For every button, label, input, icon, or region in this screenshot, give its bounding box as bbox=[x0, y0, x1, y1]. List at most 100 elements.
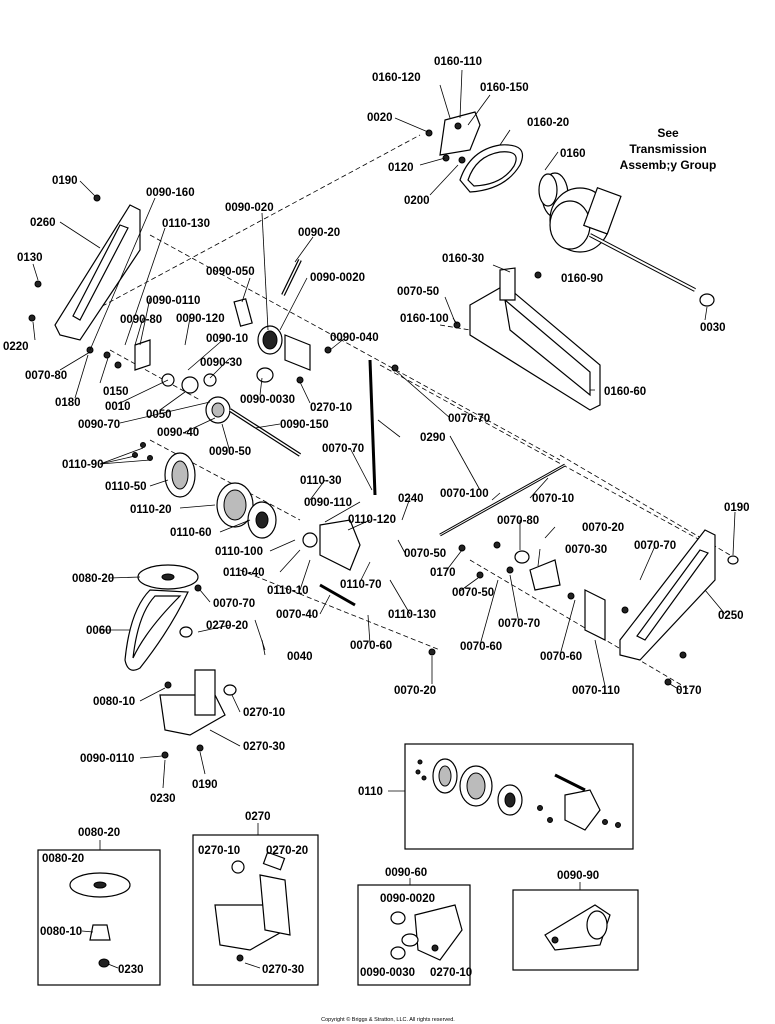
shroud-0160-60 bbox=[453, 267, 601, 411]
label-0090-0110: 0090-0110 bbox=[80, 753, 134, 765]
label-0070-70: 0070-70 bbox=[322, 443, 364, 455]
note-line-3: Assemb;y Group bbox=[620, 158, 717, 172]
label-0070-80: 0070-80 bbox=[497, 515, 539, 527]
label-0070-50: 0070-50 bbox=[452, 587, 494, 599]
label-0260: 0260 bbox=[30, 217, 56, 229]
label-0160-20: 0160-20 bbox=[527, 117, 569, 129]
label-0090-30: 0090-30 bbox=[200, 357, 242, 369]
label-0130: 0130 bbox=[17, 252, 43, 264]
label-0110-100: 0110-100 bbox=[215, 546, 263, 558]
label-0090-0020-inset: 0090-0020 bbox=[380, 893, 435, 905]
label-0110-70: 0110-70 bbox=[340, 579, 382, 591]
label-0270-20-inset: 0270-20 bbox=[266, 845, 308, 857]
label-0090-10: 0090-10 bbox=[206, 333, 248, 345]
bushing-0030 bbox=[699, 293, 715, 307]
label-0070-70: 0070-70 bbox=[634, 540, 676, 552]
label-0090-0030: 0090-0030 bbox=[240, 394, 295, 406]
label-0090-50: 0090-50 bbox=[209, 446, 251, 458]
label-0080-20-inset: 0080-20 bbox=[42, 853, 84, 865]
label-0090-60: 0090-60 bbox=[385, 867, 427, 879]
label-0110-130: 0110-130 bbox=[162, 218, 210, 230]
label-0160-100: 0160-100 bbox=[400, 313, 449, 325]
drive-assembly-upper bbox=[86, 259, 332, 457]
label-0150: 0150 bbox=[103, 386, 129, 398]
label-0030: 0030 bbox=[700, 322, 726, 334]
label-0190: 0190 bbox=[724, 502, 750, 514]
copyright-text: Copyright © Briggs & Stratton, LLC. All … bbox=[321, 1016, 455, 1023]
label-0240: 0240 bbox=[398, 493, 424, 505]
label-0230-inset: 0230 bbox=[118, 964, 144, 976]
label-0170: 0170 bbox=[430, 567, 456, 579]
label-0080-20-title: 0080-20 bbox=[78, 827, 120, 839]
label-0220: 0220 bbox=[3, 341, 29, 353]
label-0110-90: 0110-90 bbox=[62, 459, 104, 471]
label-0090-050: 0090-050 bbox=[206, 266, 255, 278]
label-0270-10: 0270-10 bbox=[310, 402, 352, 414]
label-0170: 0170 bbox=[676, 685, 702, 697]
label-0090-110: 0090-110 bbox=[304, 497, 352, 509]
label-0160-150: 0160-150 bbox=[480, 82, 529, 94]
inset-0110 bbox=[388, 743, 634, 850]
label-0110-130: 0110-130 bbox=[388, 609, 436, 621]
label-0070-70: 0070-70 bbox=[498, 618, 540, 630]
label-0090-40: 0090-40 bbox=[157, 427, 199, 439]
note-line-2: Transmission bbox=[629, 142, 706, 156]
label-0080-10-inset: 0080-10 bbox=[40, 926, 82, 938]
linkage-0290 bbox=[428, 463, 629, 656]
label-0160-110: 0160-110 bbox=[434, 56, 482, 68]
drive-assembly-lower bbox=[132, 359, 399, 607]
panel-0250 bbox=[619, 529, 739, 686]
label-0160-60: 0160-60 bbox=[604, 386, 646, 398]
label-0080-20: 0080-20 bbox=[72, 573, 114, 585]
label-0270-10-inset: 0270-10 bbox=[198, 845, 240, 857]
part-labels: 0160-110 0160-120 0160-150 0020 0160-20 … bbox=[3, 56, 750, 979]
label-0090-040: 0090-040 bbox=[330, 332, 379, 344]
label-0070-60: 0070-60 bbox=[540, 651, 582, 663]
label-0270-20: 0270-20 bbox=[206, 620, 248, 632]
label-0110-40: 0110-40 bbox=[223, 567, 265, 579]
inset-0080-20 bbox=[37, 840, 161, 986]
leader-lines bbox=[32, 69, 736, 789]
label-0090-20: 0090-20 bbox=[298, 227, 340, 239]
label-0110: 0110 bbox=[358, 786, 383, 798]
label-0090-120: 0090-120 bbox=[176, 313, 225, 325]
label-0110-10: 0110-10 bbox=[267, 585, 309, 597]
label-0090-160: 0090-160 bbox=[146, 187, 195, 199]
label-0070-110: 0070-110 bbox=[572, 685, 620, 697]
label-0160-90: 0160-90 bbox=[561, 273, 603, 285]
label-0230: 0230 bbox=[150, 793, 176, 805]
label-0090-150: 0090-150 bbox=[280, 419, 329, 431]
label-0190: 0190 bbox=[192, 779, 218, 791]
label-0070-50: 0070-50 bbox=[397, 286, 439, 298]
label-0160: 0160 bbox=[560, 148, 586, 160]
label-0090-0110: 0090-0110 bbox=[146, 295, 200, 307]
see-transmission-note: See Transmission Assemb;y Group bbox=[620, 126, 717, 172]
label-0110-20: 0110-20 bbox=[130, 504, 172, 516]
label-0070-10: 0070-10 bbox=[532, 493, 574, 505]
label-0290: 0290 bbox=[420, 432, 446, 444]
label-0190: 0190 bbox=[52, 175, 78, 187]
label-0040: 0040 bbox=[287, 651, 313, 663]
label-0090-020: 0090-020 bbox=[225, 202, 274, 214]
label-0090-70: 0090-70 bbox=[78, 419, 120, 431]
label-0160-120: 0160-120 bbox=[372, 72, 421, 84]
label-0110-50: 0110-50 bbox=[105, 481, 147, 493]
transmission-assembly bbox=[425, 111, 715, 307]
label-0080-10: 0080-10 bbox=[93, 696, 135, 708]
label-0070-70: 0070-70 bbox=[448, 413, 490, 425]
label-0070-20: 0070-20 bbox=[394, 685, 436, 697]
label-0270: 0270 bbox=[245, 811, 271, 823]
label-0090-0020: 0090-0020 bbox=[310, 272, 365, 284]
label-0010: 0010 bbox=[105, 401, 131, 413]
label-0270-10-inset2: 0270-10 bbox=[430, 967, 472, 979]
label-0110-60: 0110-60 bbox=[170, 527, 212, 539]
belt-0060 bbox=[124, 589, 189, 671]
label-0090-0030-inset: 0090-0030 bbox=[360, 967, 415, 979]
label-0070-20: 0070-20 bbox=[582, 522, 624, 534]
label-0160-30: 0160-30 bbox=[442, 253, 484, 265]
panel-0260 bbox=[28, 194, 141, 341]
label-0070-40: 0070-40 bbox=[276, 609, 318, 621]
label-0070-100: 0070-100 bbox=[440, 488, 489, 500]
label-0120: 0120 bbox=[388, 162, 414, 174]
